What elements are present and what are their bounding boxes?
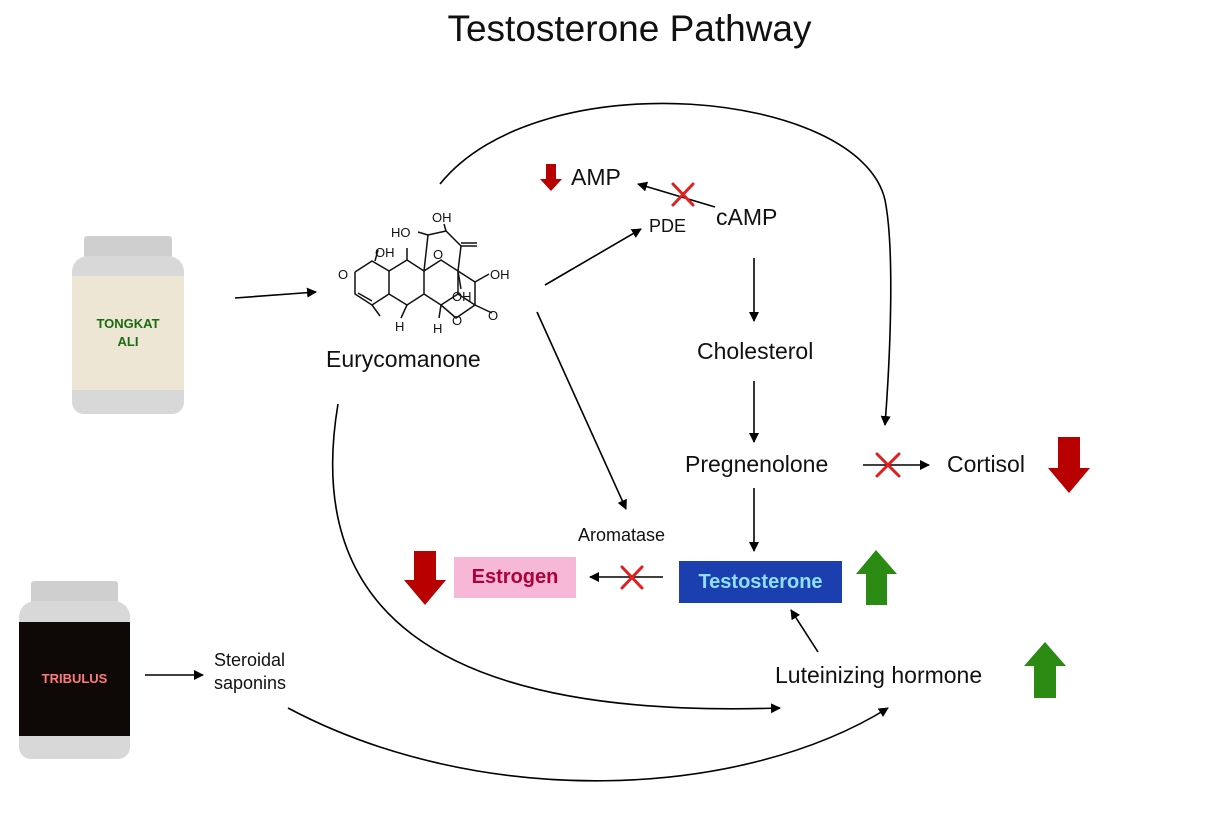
- node-luteinizing-hormone: Luteinizing hormone: [775, 662, 983, 688]
- arrow-camp-to-amp: [637, 181, 716, 208]
- molecule-ho-top: HO: [391, 225, 411, 240]
- arrow-tongkat-to-eurycomanone: [234, 287, 317, 299]
- down-arrow-icon: [1048, 437, 1090, 493]
- tribulus-label: TRIBULUS: [41, 671, 108, 686]
- node-cortisol: Cortisol: [947, 451, 1025, 477]
- curve-saponins-to-lh: [287, 707, 889, 782]
- tribulus-jar: TRIBULUS: [19, 581, 130, 759]
- x-mark-icon: [875, 452, 901, 478]
- node-camp: cAMP: [716, 204, 778, 230]
- jar-lid: [31, 581, 118, 603]
- node-pde: PDE: [649, 216, 687, 236]
- node-pregnenolone: Pregnenolone: [685, 451, 829, 477]
- molecule-o-ring: O: [452, 313, 462, 328]
- arrow-lh-to-testosterone: [790, 609, 819, 653]
- molecule-o-bridge: O: [433, 247, 443, 262]
- down-arrow-icon: [540, 164, 562, 191]
- curve-eurycomanone-to-cortisol: [439, 102, 892, 426]
- molecule-h-bottom: H: [433, 321, 442, 336]
- node-cholesterol: Cholesterol: [697, 338, 814, 364]
- molecule-oh-top: OH: [432, 210, 452, 225]
- node-eurycomanone: Eurycomanone: [326, 346, 481, 372]
- jar-label: TONGKAT ALI: [72, 276, 184, 390]
- jar-lid: [84, 236, 172, 258]
- x-mark-icon: [620, 565, 644, 590]
- molecule-oh-right: OH: [490, 267, 510, 282]
- node-estrogen: Estrogen: [471, 566, 559, 588]
- molecule-o-ketone: O: [338, 267, 348, 282]
- page-title: Testosterone Pathway: [447, 8, 812, 49]
- node-steroidal-saponins-line1: Steroidal: [214, 650, 286, 670]
- x-mark-icon: [671, 182, 695, 207]
- tongkat-label-line2: ALI: [117, 334, 139, 349]
- jar-label: TRIBULUS: [19, 622, 130, 736]
- molecule-o-lactone: O: [488, 308, 498, 323]
- estrogen-box: Estrogen: [454, 557, 576, 598]
- tongkat-ali-jar: TONGKAT ALI: [72, 236, 184, 414]
- up-arrow-icon: [856, 550, 897, 605]
- down-arrow-icon: [404, 551, 446, 605]
- node-testosterone: Testosterone: [698, 570, 823, 593]
- testosterone-box: Testosterone: [679, 561, 842, 603]
- node-amp: AMP: [571, 164, 621, 190]
- up-arrow-icon: [1024, 642, 1066, 698]
- molecule-oh-left: OH: [375, 245, 395, 260]
- molecule-h-left: H: [395, 319, 404, 334]
- tongkat-label-line1: TONGKAT: [96, 316, 160, 331]
- node-steroidal-saponins-line2: saponins: [214, 673, 287, 693]
- node-aromatase: Aromatase: [578, 525, 666, 545]
- molecule-oh-center: OH: [452, 289, 472, 304]
- curve-eurycomanone-to-lh: [331, 403, 781, 714]
- arrow-eurycomanone-to-pde: [544, 228, 642, 286]
- arrow-eurycomanone-to-aromatase: [536, 311, 627, 510]
